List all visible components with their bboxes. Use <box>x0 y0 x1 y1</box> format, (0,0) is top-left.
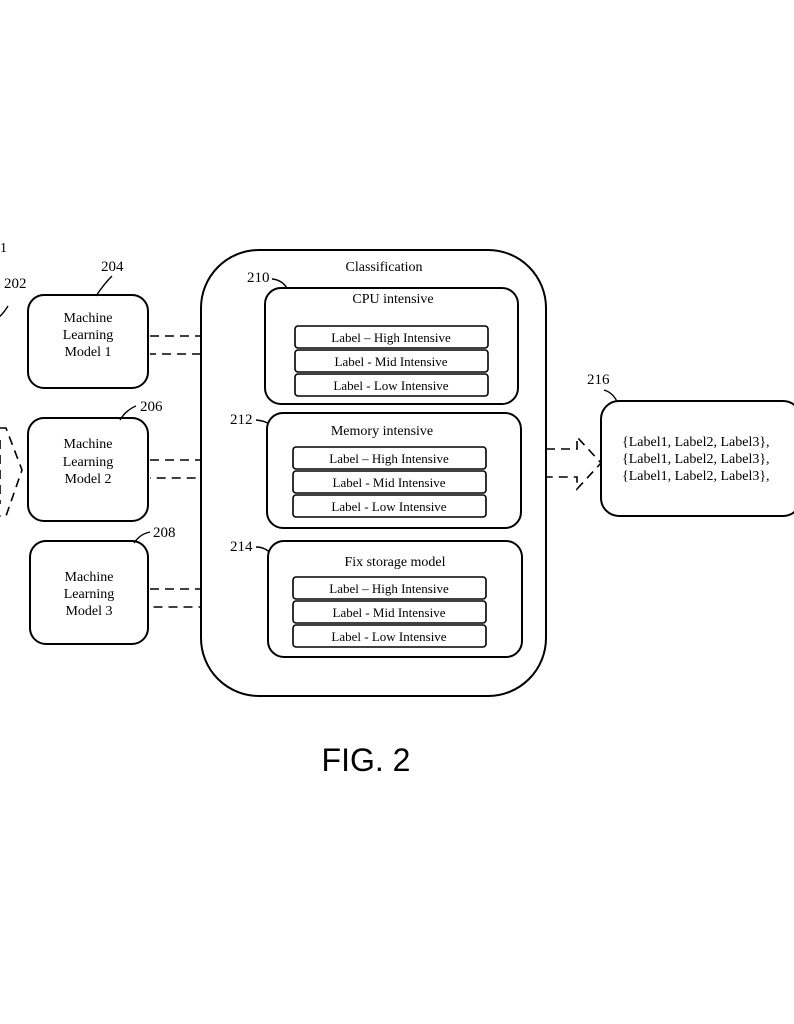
ref-216-label: 216 <box>587 372 610 388</box>
figure-caption: FIG. 2 <box>322 742 411 778</box>
model-3-line3: Model 3 <box>65 604 112 619</box>
arrow-classification-to-output <box>546 434 603 492</box>
ref-210-label: 210 <box>247 270 270 286</box>
cpu-label-high-box <box>294 325 489 349</box>
cpu-label-mid: Label - Mid Intensive <box>335 354 448 369</box>
storage-label-high-box <box>292 576 487 600</box>
storage-label-mid: Label - Mid Intensive <box>333 605 446 620</box>
model-3-line2: Learning <box>64 587 115 602</box>
ref-204-label: 204 <box>101 259 124 275</box>
storage-label-high: Label – High Intensive <box>329 581 449 596</box>
model-2-line3: Model 2 <box>64 472 111 487</box>
storage-label-low: Label - Low Intensive <box>331 629 446 644</box>
output-line-2: {Label1, Label2, Label3}, <box>622 452 770 467</box>
ref-202-label: 202 <box>4 276 27 292</box>
model-1-box: Machine Learning Model 1 <box>27 294 149 389</box>
input-arrow-left <box>0 427 23 517</box>
ref-208-label: 208 <box>153 525 176 541</box>
memory-label-mid-box <box>292 470 487 494</box>
model-2-box: Machine Learning Model 2 <box>27 417 149 522</box>
cpu-label-mid-box <box>294 349 489 373</box>
model-1-line1: Machine <box>64 311 113 326</box>
model-2-line1: Machine <box>64 437 113 452</box>
model-3-line1: Machine <box>65 570 114 585</box>
cpu-label-low-box <box>294 373 489 397</box>
cpu-label-high: Label – High Intensive <box>331 330 451 345</box>
model-2-line2: Learning <box>63 455 114 470</box>
memory-group-title: Memory intensive <box>331 424 433 439</box>
memory-label-high-box <box>292 446 487 470</box>
cpu-label-low: Label - Low Intensive <box>333 378 448 393</box>
storage-label-low-box <box>292 624 487 648</box>
classification-title: Classification <box>346 260 423 275</box>
storage-label-mid-box <box>292 600 487 624</box>
output-line-1: {Label1, Label2, Label3}, <box>622 435 770 450</box>
output-box: {Label1, Label2, Label3}, {Label1, Label… <box>600 400 794 517</box>
ref-204-leader <box>95 275 113 297</box>
model-1-line2: Learning <box>63 328 114 343</box>
partial-ref-label: 1 <box>0 241 7 256</box>
ref-202-leader <box>0 305 9 318</box>
memory-label-high: Label – High Intensive <box>329 451 449 466</box>
storage-group-title: Fix storage model <box>344 555 445 570</box>
ref-214-label: 214 <box>230 539 253 555</box>
model-3-box: Machine Learning Model 3 <box>29 540 149 645</box>
memory-label-low-box <box>292 494 487 518</box>
cpu-intensive-group: CPU intensive Label – High Intensive Lab… <box>264 287 519 405</box>
output-line-3: {Label1, Label2, Label3}, <box>622 469 770 484</box>
memory-label-mid: Label - Mid Intensive <box>333 475 446 490</box>
ref-206-leader <box>119 405 137 421</box>
cpu-group-title: CPU intensive <box>352 292 433 307</box>
fix-storage-model-group: Fix storage model Label – High Intensive… <box>267 540 523 658</box>
memory-label-low: Label - Low Intensive <box>331 499 446 514</box>
ref-208-leader <box>133 531 151 544</box>
model-1-line3: Model 1 <box>64 345 111 360</box>
ref-206-label: 206 <box>140 399 163 415</box>
ref-212-label: 212 <box>230 412 253 428</box>
memory-intensive-group: Memory intensive Label – High Intensive … <box>266 412 522 529</box>
